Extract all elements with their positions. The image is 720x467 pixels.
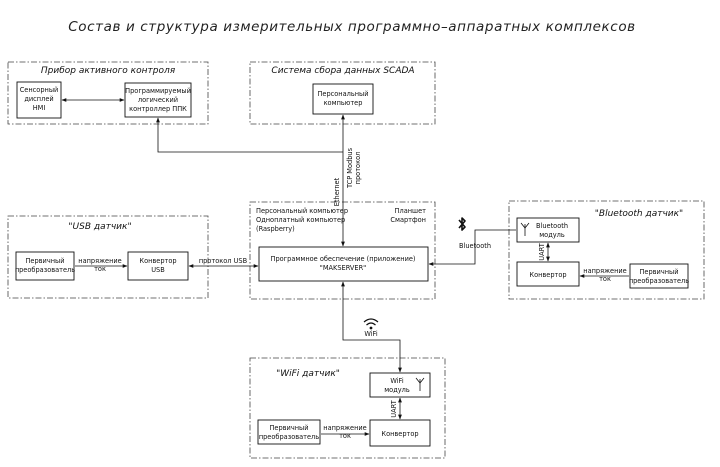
usb-converter-label-2: USB: [151, 266, 165, 274]
bt-module-box: [516, 217, 580, 243]
wifi-link: [341, 281, 402, 373]
bt-signal-label-1: напряжение: [583, 267, 626, 275]
usb-signal-label-1: напряжение: [78, 257, 121, 265]
wifi-primary-label-2: преобразователь: [259, 433, 319, 441]
bluetooth-icon: [458, 217, 466, 231]
group-bt: [508, 200, 705, 300]
usb-primary-label-1: Первичный: [25, 257, 64, 265]
bluetooth-link: [428, 229, 516, 266]
server-label-2: "MAKSERVER": [320, 264, 366, 272]
hmi-box: [16, 81, 62, 119]
server-label-1: Программное обеспечение (приложение): [271, 255, 416, 263]
pc-label-1: Персональный: [317, 90, 368, 98]
wifi-module-label-2: модуль: [384, 386, 410, 394]
group-usb: [7, 215, 209, 299]
bt-converter-box: [516, 261, 580, 287]
center-right-1: Планшет: [395, 207, 427, 215]
center-left-3: (Raspberry): [256, 225, 295, 233]
server-box: [258, 246, 429, 282]
plc-ethernet-link: [156, 117, 343, 153]
pc-label-2: компьютер: [324, 99, 363, 107]
group-scada-title: Система сбора данных SCADA: [271, 66, 414, 76]
bt-module-label-2: модуль: [539, 231, 565, 239]
tcp-label-2: протокол: [354, 152, 362, 185]
bt-primary-box: [629, 263, 689, 289]
center-left-1: Персональный компьютер: [256, 207, 348, 215]
wifi-signal-label-2: ток: [339, 432, 351, 440]
wifi-converter-label: Конвертор: [381, 430, 418, 438]
page-title: Состав и структура измерительных програм…: [68, 19, 635, 35]
group-wifi-title: "WiFi датчик": [276, 369, 340, 379]
group-usb-title: "USB датчик": [68, 222, 131, 232]
usb-converter-label-1: Конвертор: [139, 257, 176, 265]
antenna-icon: [520, 222, 530, 236]
wifi-primary-label-1: Первичный: [269, 424, 308, 432]
center-right-2: Смартфон: [390, 216, 426, 224]
wifi-module-label-1: WiFi: [390, 377, 404, 385]
plc-label-3: контроллер ППК: [129, 105, 187, 113]
usb-primary-label-2: преобразователь: [15, 266, 75, 274]
tcp-label-1: TCP Modbus: [346, 147, 354, 189]
bluetooth-label: Bluetooth: [459, 242, 491, 250]
bt-uart-label: UART: [538, 242, 546, 260]
bt-converter-label: Конвертор: [529, 271, 566, 279]
ethernet-label: Ethernet: [333, 177, 341, 206]
usb-protocol-label: протокол USB: [199, 257, 248, 265]
bt-primary-label-2: преобразователь: [629, 277, 689, 285]
wifi-signal-label-1: напряжение: [323, 424, 366, 432]
pc-box: [312, 83, 374, 115]
plc-label-2: логический: [138, 96, 178, 104]
group-plc: [7, 61, 209, 125]
plc-label-1: Программируемый: [125, 87, 191, 95]
group-plc-title: Прибор активного контроля: [41, 66, 176, 76]
hmi-label-3: HMI: [33, 104, 46, 112]
wifi-primary-box: [257, 419, 321, 445]
wifi-uart-label: UART: [390, 399, 398, 417]
hmi-label-2: дисплей: [24, 95, 53, 103]
group-bt-title: "Bluetooth датчик": [595, 209, 683, 219]
wifi-label: WiFi: [364, 330, 378, 338]
antenna-icon: [415, 377, 425, 391]
hmi-label-1: Сенсорный: [20, 86, 59, 94]
bt-signal-label-2: ток: [599, 275, 611, 283]
plc-box: [124, 82, 192, 118]
usb-primary-box: [15, 251, 75, 281]
wifi-icon: [363, 318, 379, 330]
usb-converter-box: [127, 251, 189, 281]
usb-signal-label-2: ток: [94, 265, 106, 273]
bt-primary-label-1: Первичный: [639, 268, 678, 276]
wifi-converter-box: [369, 419, 431, 447]
center-left-2: Одноплатный компьютер: [256, 216, 345, 224]
bt-module-label-1: Bluetooth: [536, 222, 568, 230]
